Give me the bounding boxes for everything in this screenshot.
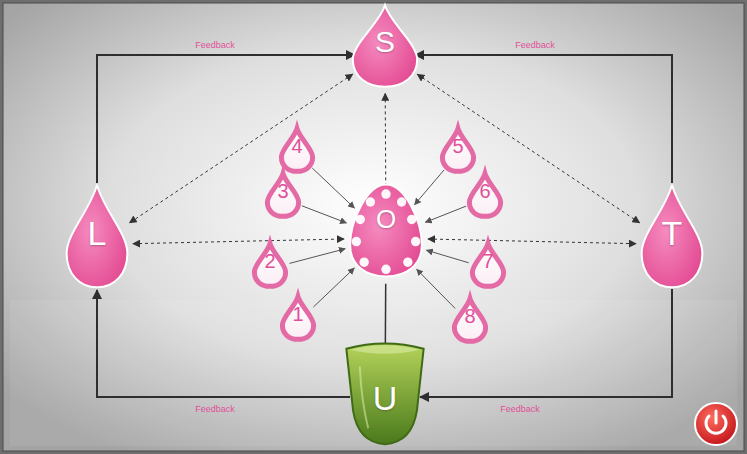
arrow-connector xyxy=(302,206,347,223)
arrow-connector xyxy=(290,249,346,264)
number-drop: 1 xyxy=(281,296,315,340)
arrow-connector xyxy=(133,239,344,244)
main-drop: L xyxy=(64,183,130,289)
node-letter: T xyxy=(662,216,683,250)
callout-number: 6 xyxy=(479,181,490,201)
number-drop: 4 xyxy=(280,128,314,172)
arrow-connector xyxy=(313,268,354,307)
number-drop: 5 xyxy=(441,128,475,172)
node-letter: L xyxy=(88,216,107,250)
arrow-connector xyxy=(425,206,466,222)
callout-number: 8 xyxy=(464,306,475,326)
feedback-connector xyxy=(97,290,350,397)
number-drop: 7 xyxy=(471,243,505,287)
callout-number: 5 xyxy=(452,136,463,156)
arrow-connector xyxy=(427,250,469,263)
main-drop: T xyxy=(639,183,705,289)
callout-number: 1 xyxy=(292,304,303,324)
callout-number: 4 xyxy=(291,136,302,156)
feedback-connector xyxy=(420,289,672,397)
arrow-connector xyxy=(417,269,455,308)
feedback-connector xyxy=(97,55,355,183)
callout-number: 2 xyxy=(264,251,275,271)
number-drop: 8 xyxy=(453,298,487,342)
arrow-connector xyxy=(130,74,353,223)
power-button xyxy=(695,403,737,445)
edge-label: Feedback xyxy=(193,40,237,50)
main-drop: S xyxy=(350,4,420,88)
number-drop: 6 xyxy=(468,173,502,217)
node-letter: S xyxy=(375,27,395,57)
number-drop: 3 xyxy=(266,173,300,217)
arrow-connector xyxy=(385,94,387,193)
cup-node: U xyxy=(343,340,427,446)
edge-label: Feedback xyxy=(193,404,237,414)
callout-number: 3 xyxy=(277,181,288,201)
number-drop: 2 xyxy=(253,243,287,287)
center-egg: O xyxy=(347,183,425,278)
node-letter: U xyxy=(373,381,398,415)
node-letter: O xyxy=(376,206,396,232)
arrow-connector xyxy=(312,168,354,208)
arrow-connector xyxy=(415,170,445,205)
lower-band xyxy=(10,300,737,446)
arrow-connector xyxy=(428,239,636,244)
feedback-connector xyxy=(415,55,672,183)
callout-number: 7 xyxy=(482,251,493,271)
edge-label: Feedback xyxy=(498,404,542,414)
arrow-connector xyxy=(417,74,639,223)
arrow-connector xyxy=(385,284,387,351)
edge-label: Feedback xyxy=(513,40,557,50)
panel xyxy=(3,3,744,451)
